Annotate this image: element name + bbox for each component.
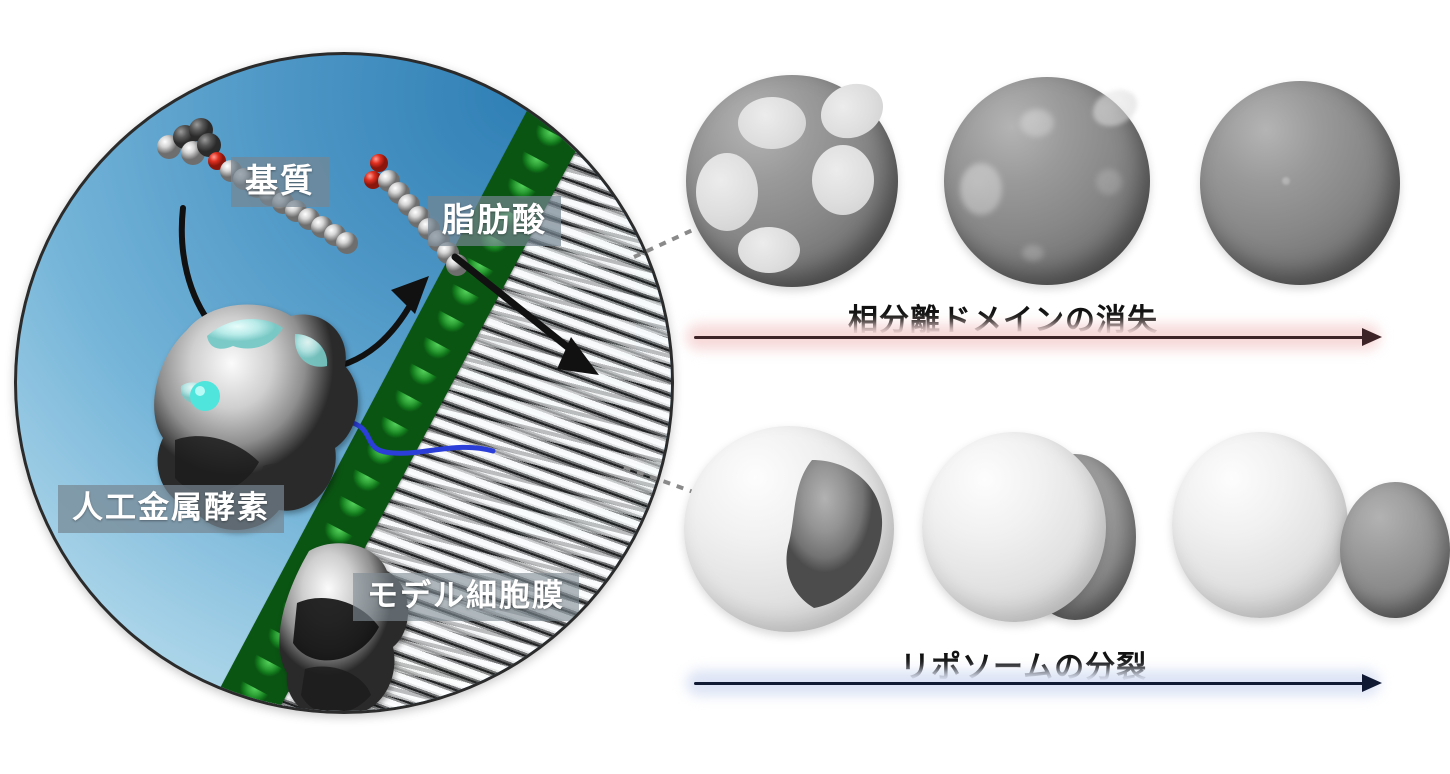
phase-domain [812,145,874,215]
liposome-stage-3 [1200,81,1400,285]
released-daughter-vesicle [1340,482,1450,618]
phase-domain [1020,109,1054,137]
parent-vesicle [1172,432,1348,618]
metal-cofactor-icon [190,381,220,411]
phase-domain [1096,169,1122,195]
process-row-liposome-division: リポソームの分裂 [672,410,1450,705]
label-fatty-acid: 脂肪酸 [428,196,561,246]
membrane-anchored-enzyme-icon [279,543,409,711]
phase-domain [1086,82,1144,134]
liposome-division-stage-3 [1172,432,1450,632]
phase-domain [738,97,806,149]
label-substrate: 基質 [231,157,329,207]
arrow-head-division [1362,674,1382,692]
membrane-insertion-arrow-icon [451,253,599,375]
circle-contents: 基質 脂肪酸 人工金属酵素 モデル細胞膜 [17,55,671,711]
arrow-line-domain [694,336,1366,339]
liposome-stage-2 [944,77,1150,285]
connector-line-top [633,209,735,259]
phase-domain [738,227,800,273]
phase-domain [1022,245,1044,261]
magnified-circle-panel: 基質 脂肪酸 人工金属酵素 モデル細胞膜 [14,52,674,714]
arrow-head-domain [1362,328,1382,346]
label-artificial-metalloenzyme: 人工金属酵素 [58,485,284,533]
phase-domain [696,153,758,231]
inner-dark-domain [786,460,883,608]
liposome-division-stage-2 [922,432,1148,632]
phase-domain [1282,177,1290,185]
arrow-line-division [694,682,1366,685]
liposome-stage-1 [686,73,898,287]
liposome-division-stage-1 [684,426,900,634]
parent-vesicle [922,432,1106,622]
phase-domain [960,163,1002,215]
process-row-domain-disappearance: 相分離ドメインの消失 [672,55,1450,355]
phase-domain [812,73,892,149]
label-model-cell-membrane: モデル細胞膜 [353,573,579,621]
